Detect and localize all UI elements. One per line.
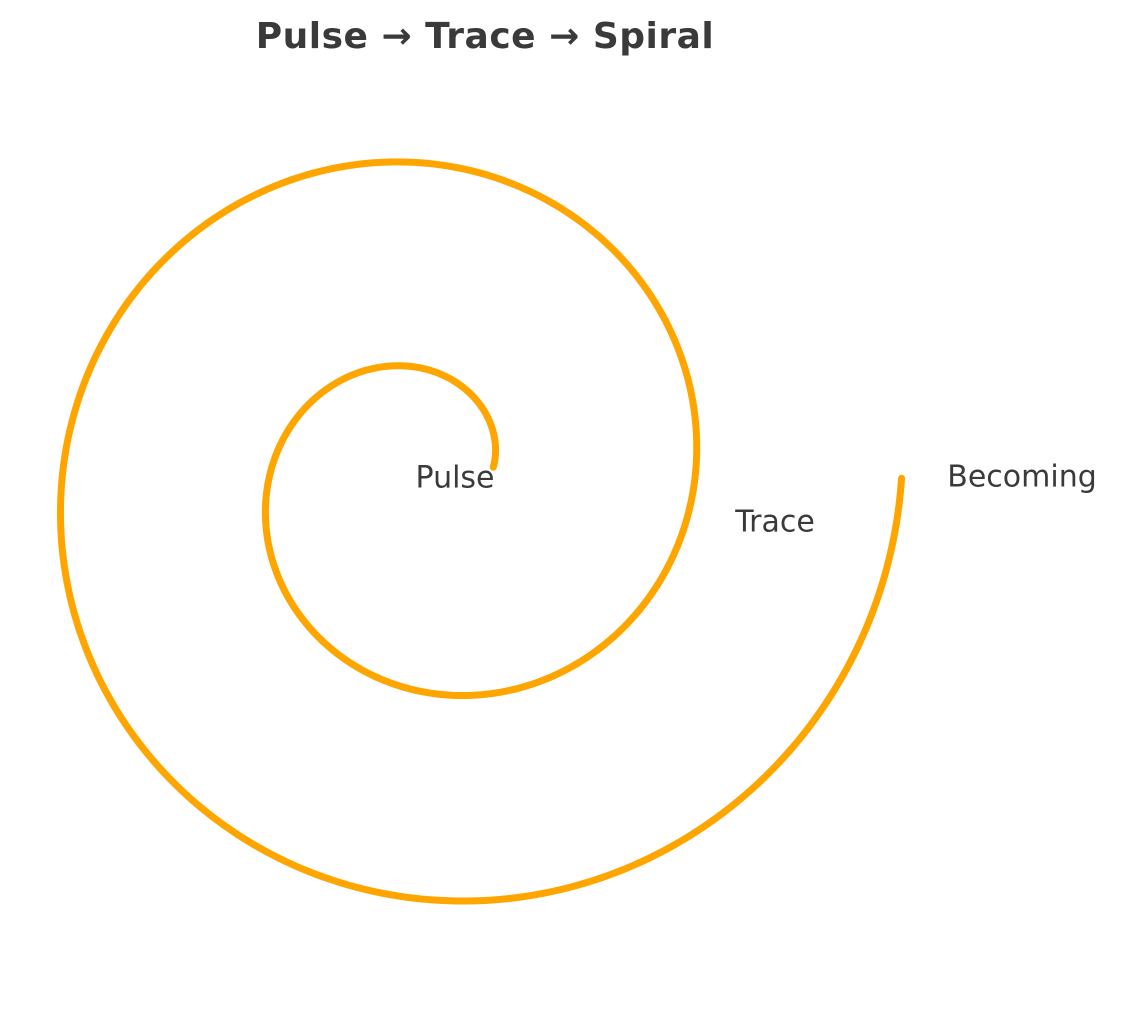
label-trace: Trace: [735, 504, 815, 540]
figure-title: Pulse → Trace → Spiral: [255, 16, 715, 57]
label-becoming: Becoming: [947, 459, 1097, 495]
spiral-path: [56, 158, 906, 905]
label-pulse: Pulse: [415, 460, 495, 496]
